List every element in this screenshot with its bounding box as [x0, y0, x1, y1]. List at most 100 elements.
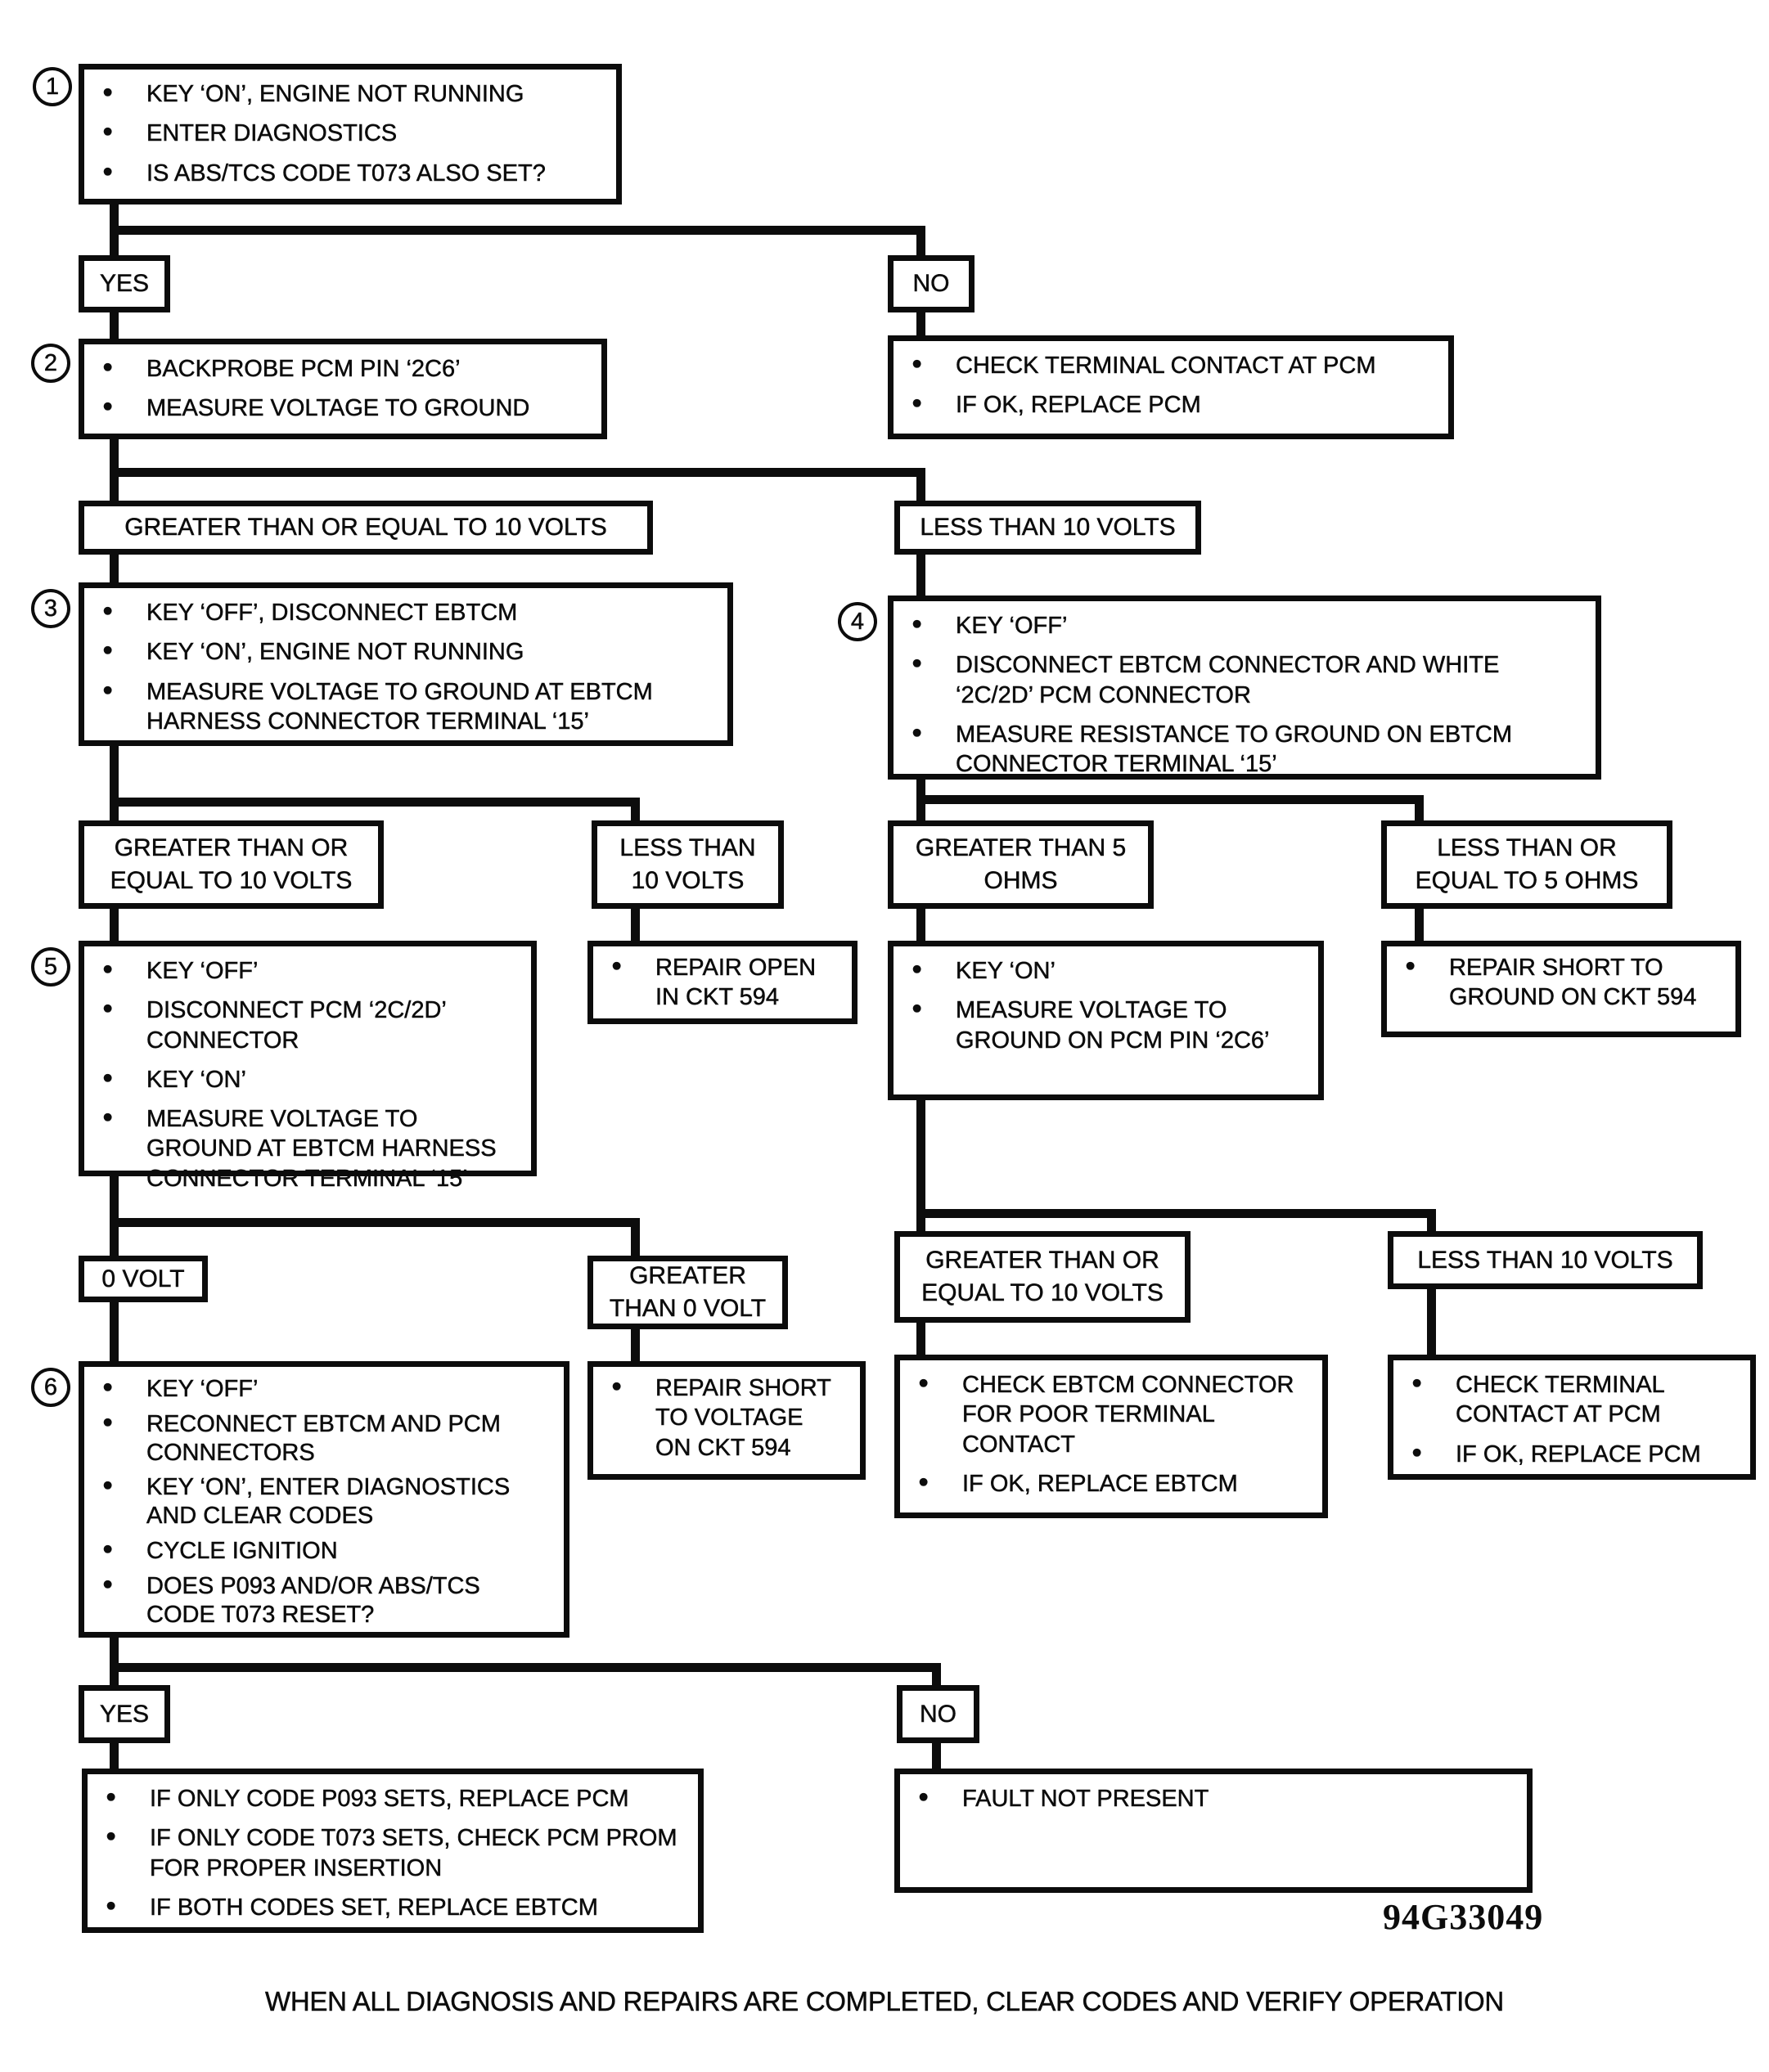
final-yes-box: IF ONLY CODE P093 SETS, REPLACE PCM IF O… [82, 1769, 704, 1933]
ge-10-volts-label-2: GREATER THAN OR EQUAL TO 10 VOLTS [79, 820, 384, 909]
fault-not-present-bullets: FAULT NOT PRESENT [900, 1784, 1527, 1814]
step-number-6: 6 [31, 1368, 70, 1407]
bullet-item: FAULT NOT PRESENT [900, 1784, 1507, 1814]
le-5-ohms-label: LESS THAN OR EQUAL TO 5 OHMS [1381, 820, 1672, 909]
connector-box3-down [110, 744, 119, 822]
bullet-item: IF BOTH CODES SET, REPLACE EBTCM [88, 1893, 678, 1922]
bullet-item: ENTER DIAGNOSTICS [84, 119, 596, 148]
step1-bullets: KEY ‘ON’, ENGINE NOT RUNNING ENTER DIAGN… [84, 79, 616, 188]
repair-short-ground-box: REPAIR SHORT TO GROUND ON CKT 594 [1381, 941, 1741, 1037]
connector-ge10a-out [110, 551, 119, 584]
ge-10-volts-label-3: GREATER THAN OR EQUAL TO 10 VOLTS [894, 1231, 1191, 1323]
footer-note: WHEN ALL DIAGNOSIS AND REPAIRS ARE COMPL… [265, 1986, 1505, 2017]
bullet-item: MEASURE VOLTAGE TO GROUND AT EBTCM HARNE… [84, 677, 708, 737]
bullet-item: DOES P093 AND/OR ABS/TCS CODE T073 RESET… [84, 1572, 544, 1629]
bullet-item: CHECK TERMINAL CONTACT AT PCM [894, 351, 1429, 380]
yes-label-2: YES [79, 1685, 170, 1743]
connector-gt5-out [916, 907, 925, 942]
bullet-item: KEY ‘OFF’ [84, 1375, 544, 1404]
connector-gt0-out [631, 1328, 640, 1363]
connector-gt0-in [631, 1218, 640, 1257]
connector-yes1-out [110, 311, 119, 340]
connector-box6-down [110, 1636, 119, 1687]
bullet-item: IF OK, REPLACE EBTCM [900, 1469, 1303, 1499]
check-ebtcm-connector-box: CHECK EBTCM CONNECTOR FOR POOR TERMINAL … [894, 1355, 1328, 1518]
lt-10-volts-label-3: LESS THAN 10 VOLTS [1388, 1231, 1703, 1289]
bullet-item: KEY ‘ON’ [894, 956, 1299, 986]
connector-split4 [916, 795, 1424, 804]
bullet-item: CHECK EBTCM CONNECTOR FOR POOR TERMINAL … [900, 1370, 1303, 1459]
connector-box5-down [110, 1175, 119, 1257]
figure-code: 94G33049 [1383, 1897, 1544, 1937]
connector-ge10b-out [110, 907, 119, 942]
bullet-item: KEY ‘OFF’ [84, 956, 511, 986]
gt-5-ohms-label: GREATER THAN 5 OHMS [888, 820, 1154, 909]
step6-bullets: KEY ‘OFF’ RECONNECT EBTCM AND PCM CONNEC… [84, 1375, 564, 1629]
connector-lt10a-out [916, 551, 925, 597]
step-number-5: 5 [31, 947, 70, 987]
bullet-item: IF ONLY CODE T073 SETS, CHECK PCM PROM F… [88, 1823, 678, 1883]
bullet-item: MEASURE VOLTAGE TO GROUND [84, 393, 582, 423]
no-label-2: NO [897, 1685, 979, 1743]
bullet-item: IS ABS/TCS CODE T073 ALSO SET? [84, 159, 596, 188]
lt-10-volts-label-2: LESS THAN 10 VOLTS [592, 820, 784, 909]
connector-split6 [916, 1209, 1436, 1218]
check-terminal-pcm-top-bullets: CHECK TERMINAL CONTACT AT PCM IF OK, REP… [894, 351, 1448, 420]
bullet-item: DISCONNECT EBTCM CONNECTOR AND WHITE ‘2C… [894, 650, 1576, 710]
lt-10-volts-label-1: LESS THAN 10 VOLTS [894, 501, 1201, 555]
connector-yes2-out [110, 1742, 119, 1770]
no-label-1: NO [888, 255, 975, 312]
connector-zerovolt-out [110, 1301, 119, 1363]
step2-box: BACKPROBE PCM PIN ‘2C6’ MEASURE VOLTAGE … [79, 339, 607, 439]
connector-no1-in [916, 226, 925, 258]
measure-pcm-pin-2c6-bullets: KEY ‘ON’ MEASURE VOLTAGE TO GROUND ON PC… [894, 956, 1318, 1055]
step1-box: KEY ‘ON’, ENGINE NOT RUNNING ENTER DIAGN… [79, 64, 622, 205]
connector-lt10c-in [1427, 1209, 1436, 1233]
check-ebtcm-connector-bullets: CHECK EBTCM CONNECTOR FOR POOR TERMINAL … [900, 1370, 1322, 1499]
connector-le5-in [1415, 795, 1424, 822]
connector-split1 [110, 226, 925, 235]
check-terminal-pcm-top-box: CHECK TERMINAL CONTACT AT PCM IF OK, REP… [888, 335, 1454, 439]
repair-short-ground-bullets: REPAIR SHORT TO GROUND ON CKT 594 [1387, 953, 1735, 1013]
bullet-item: CHECK TERMINAL CONTACT AT PCM [1393, 1370, 1731, 1430]
bullet-item: IF ONLY CODE P093 SETS, REPLACE PCM [88, 1784, 678, 1814]
connector-split3 [110, 798, 640, 807]
connector-no2-in [932, 1663, 941, 1687]
step3-bullets: KEY ‘OFF’, DISCONNECT EBTCM KEY ‘ON’, EN… [84, 598, 727, 736]
bullet-item: REPAIR SHORT TO VOLTAGE ON CKT 594 [593, 1373, 840, 1463]
bullet-item: CYCLE IGNITION [84, 1537, 544, 1566]
final-yes-bullets: IF ONLY CODE P093 SETS, REPLACE PCM IF O… [88, 1784, 698, 1922]
bullet-item: MEASURE VOLTAGE TO GROUND AT EBTCM HARNE… [84, 1104, 511, 1193]
bullet-item: MEASURE VOLTAGE TO GROUND ON PCM PIN ‘2C… [894, 996, 1299, 1055]
connector-no2-out [932, 1742, 941, 1770]
repair-short-voltage-box: REPAIR SHORT TO VOLTAGE ON CKT 594 [587, 1361, 866, 1480]
step6-box: KEY ‘OFF’ RECONNECT EBTCM AND PCM CONNEC… [79, 1361, 569, 1638]
yes-label-1: YES [79, 255, 170, 312]
step5-bullets: KEY ‘OFF’ DISCONNECT PCM ‘2C/2D’ CONNECT… [84, 956, 531, 1193]
check-terminal-pcm-bottom-box: CHECK TERMINAL CONTACT AT PCM IF OK, REP… [1388, 1355, 1756, 1480]
step5-box: KEY ‘OFF’ DISCONNECT PCM ‘2C/2D’ CONNECT… [79, 941, 537, 1192]
bullet-item: BACKPROBE PCM PIN ‘2C6’ [84, 354, 582, 384]
bullet-item: IF OK, REPLACE PCM [1393, 1440, 1731, 1469]
connector-lt10c-out [1427, 1288, 1436, 1356]
bullet-item: KEY ‘OFF’, DISCONNECT EBTCM [84, 598, 708, 627]
step-number-4: 4 [838, 602, 877, 641]
measure-pcm-pin-2c6-box: KEY ‘ON’ MEASURE VOLTAGE TO GROUND ON PC… [888, 941, 1324, 1100]
bullet-item: KEY ‘ON’ [84, 1065, 511, 1094]
connector-box4b-down [916, 1099, 925, 1233]
step2-bullets: BACKPROBE PCM PIN ‘2C6’ MEASURE VOLTAGE … [84, 354, 601, 424]
repair-open-bullets: REPAIR OPEN IN CKT 594 [593, 953, 852, 1013]
check-terminal-pcm-bottom-bullets: CHECK TERMINAL CONTACT AT PCM IF OK, REP… [1393, 1370, 1750, 1469]
bullet-item: IF OK, REPLACE PCM [894, 390, 1429, 420]
zero-volt-label: 0 VOLT [79, 1256, 208, 1302]
connector-le5-out [1415, 907, 1424, 942]
step4-box: KEY ‘OFF’ DISCONNECT EBTCM CONNECTOR AND… [888, 596, 1601, 780]
step3-box: KEY ‘OFF’, DISCONNECT EBTCM KEY ‘ON’, EN… [79, 582, 733, 746]
connector-split5 [110, 1218, 640, 1227]
step-number-3: 3 [31, 589, 70, 628]
bullet-item: KEY ‘OFF’ [894, 611, 1576, 640]
bullet-item: RECONNECT EBTCM AND PCM CONNECTORS [84, 1410, 544, 1467]
connector-lt10a-in [916, 468, 925, 502]
bullet-item: DISCONNECT PCM ‘2C/2D’ CONNECTOR [84, 996, 511, 1055]
